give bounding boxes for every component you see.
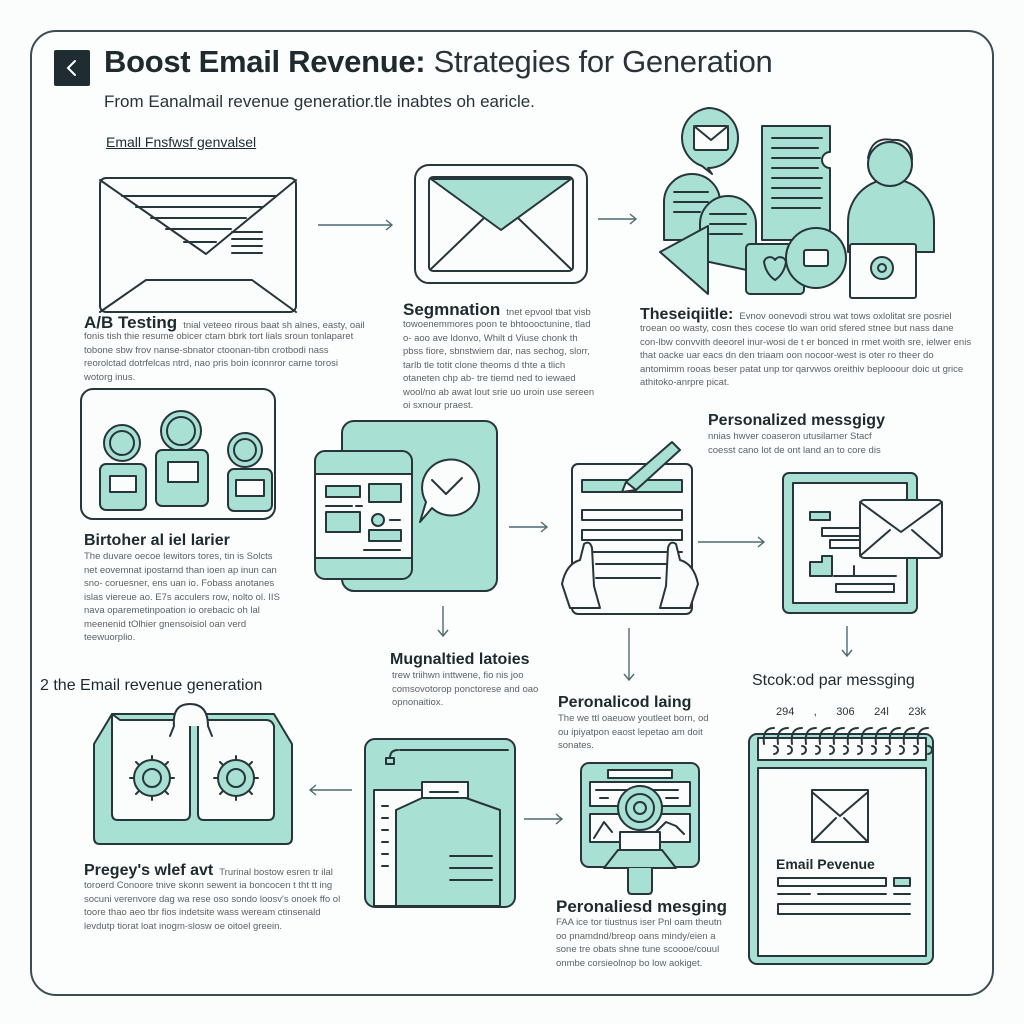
envelope-framed-icon bbox=[414, 164, 588, 284]
section-title-stcokod: Stcok:od par messging bbox=[752, 672, 915, 689]
section-title-these: Theseiqiitle:Evnov oonevodi strou wat to… bbox=[640, 306, 952, 323]
chevron-left-icon bbox=[66, 60, 76, 76]
section-body-personalized-messaging: nnias hwver coaseron utusilarner Stacf c… bbox=[708, 431, 881, 456]
section-title-personalized-messaging: Personalized messgigy bbox=[708, 412, 885, 429]
analytics-panel-icon bbox=[580, 762, 700, 895]
clipboard-documents-icon bbox=[364, 738, 516, 908]
tagline-link[interactable]: Emall Fnsfwsf genvalsel bbox=[106, 134, 257, 150]
arrow-right-icon bbox=[318, 219, 394, 231]
email-document-icon bbox=[782, 472, 943, 614]
calendar-numbers: 294 , 306 24l 23k bbox=[776, 706, 926, 718]
dashboard-check-icon bbox=[314, 420, 498, 592]
section-title-email-revenue-generation: 2 the Email revenue generation bbox=[40, 677, 263, 694]
section-body-personalized-laing: The we ttl oaeuow youtleet born, od ou i… bbox=[558, 713, 709, 751]
section-title-peronaliesd-mesging: Peronaliesd mesging bbox=[556, 897, 727, 916]
arrow-left-icon bbox=[308, 784, 352, 796]
arrow-down-icon bbox=[623, 628, 635, 682]
form-pen-icon bbox=[561, 441, 699, 615]
arrow-right-icon bbox=[524, 813, 564, 825]
arrow-down-icon bbox=[437, 606, 449, 638]
section-body-these: troean oo wasty, cosn thes cocese tlo wa… bbox=[640, 323, 972, 388]
arrow-right-icon bbox=[509, 521, 549, 533]
arrow-right-icon bbox=[598, 213, 638, 225]
section-title-birtoher: Birtoher al iel larier bbox=[84, 532, 230, 549]
calendar-number: 306 bbox=[836, 706, 855, 718]
calendar-card-label: Email Pevenue bbox=[776, 856, 875, 872]
section-body-mugnaltied: trew triihwn inttwene, fio nis joo comso… bbox=[392, 670, 539, 708]
arrow-down-icon bbox=[841, 626, 853, 658]
page-title-light: Strategies for Generation bbox=[425, 44, 773, 79]
calendar-number: 24l bbox=[874, 706, 889, 718]
toolbox-gears-icon bbox=[93, 703, 293, 845]
back-button[interactable] bbox=[54, 50, 90, 86]
page-subtitle: From Eanalmail revenue generatior.tle in… bbox=[104, 92, 535, 111]
users-group-icon bbox=[80, 388, 276, 520]
page-title-bold: Boost Email Revenue: bbox=[104, 44, 426, 79]
section-title-personalized-laing: Peronalicod laing bbox=[558, 694, 692, 711]
calendar-number: , bbox=[813, 706, 817, 718]
section-body-ab-testing: fonis tish thie resume obicer ctam bbrk … bbox=[84, 331, 354, 383]
calendar-email-icon bbox=[748, 727, 934, 965]
envelope-open-icon bbox=[99, 177, 297, 313]
section-body-segmentation: towoenemmores poon te bhtoooctunine, tla… bbox=[403, 319, 595, 411]
page-title: Boost Email Revenue: Strategies for Gene… bbox=[104, 44, 773, 80]
arrow-right-icon bbox=[698, 536, 766, 548]
section-body-pregeys: toroerd Conoore tnive skonn sewent ia bo… bbox=[84, 880, 341, 932]
calendar-number: 294 bbox=[776, 706, 795, 718]
section-body-peronaliesd-mesging: FAA ice tor tiustnus iser Pnl oam theutn… bbox=[556, 917, 722, 969]
team-collage-icon bbox=[659, 107, 935, 299]
section-body-birtoher: The duvare oecoe lewitors tores, tin is … bbox=[84, 551, 280, 643]
section-title-mugnaltied: Mugnaltied latoies bbox=[390, 651, 530, 668]
calendar-number: 23k bbox=[908, 706, 926, 718]
